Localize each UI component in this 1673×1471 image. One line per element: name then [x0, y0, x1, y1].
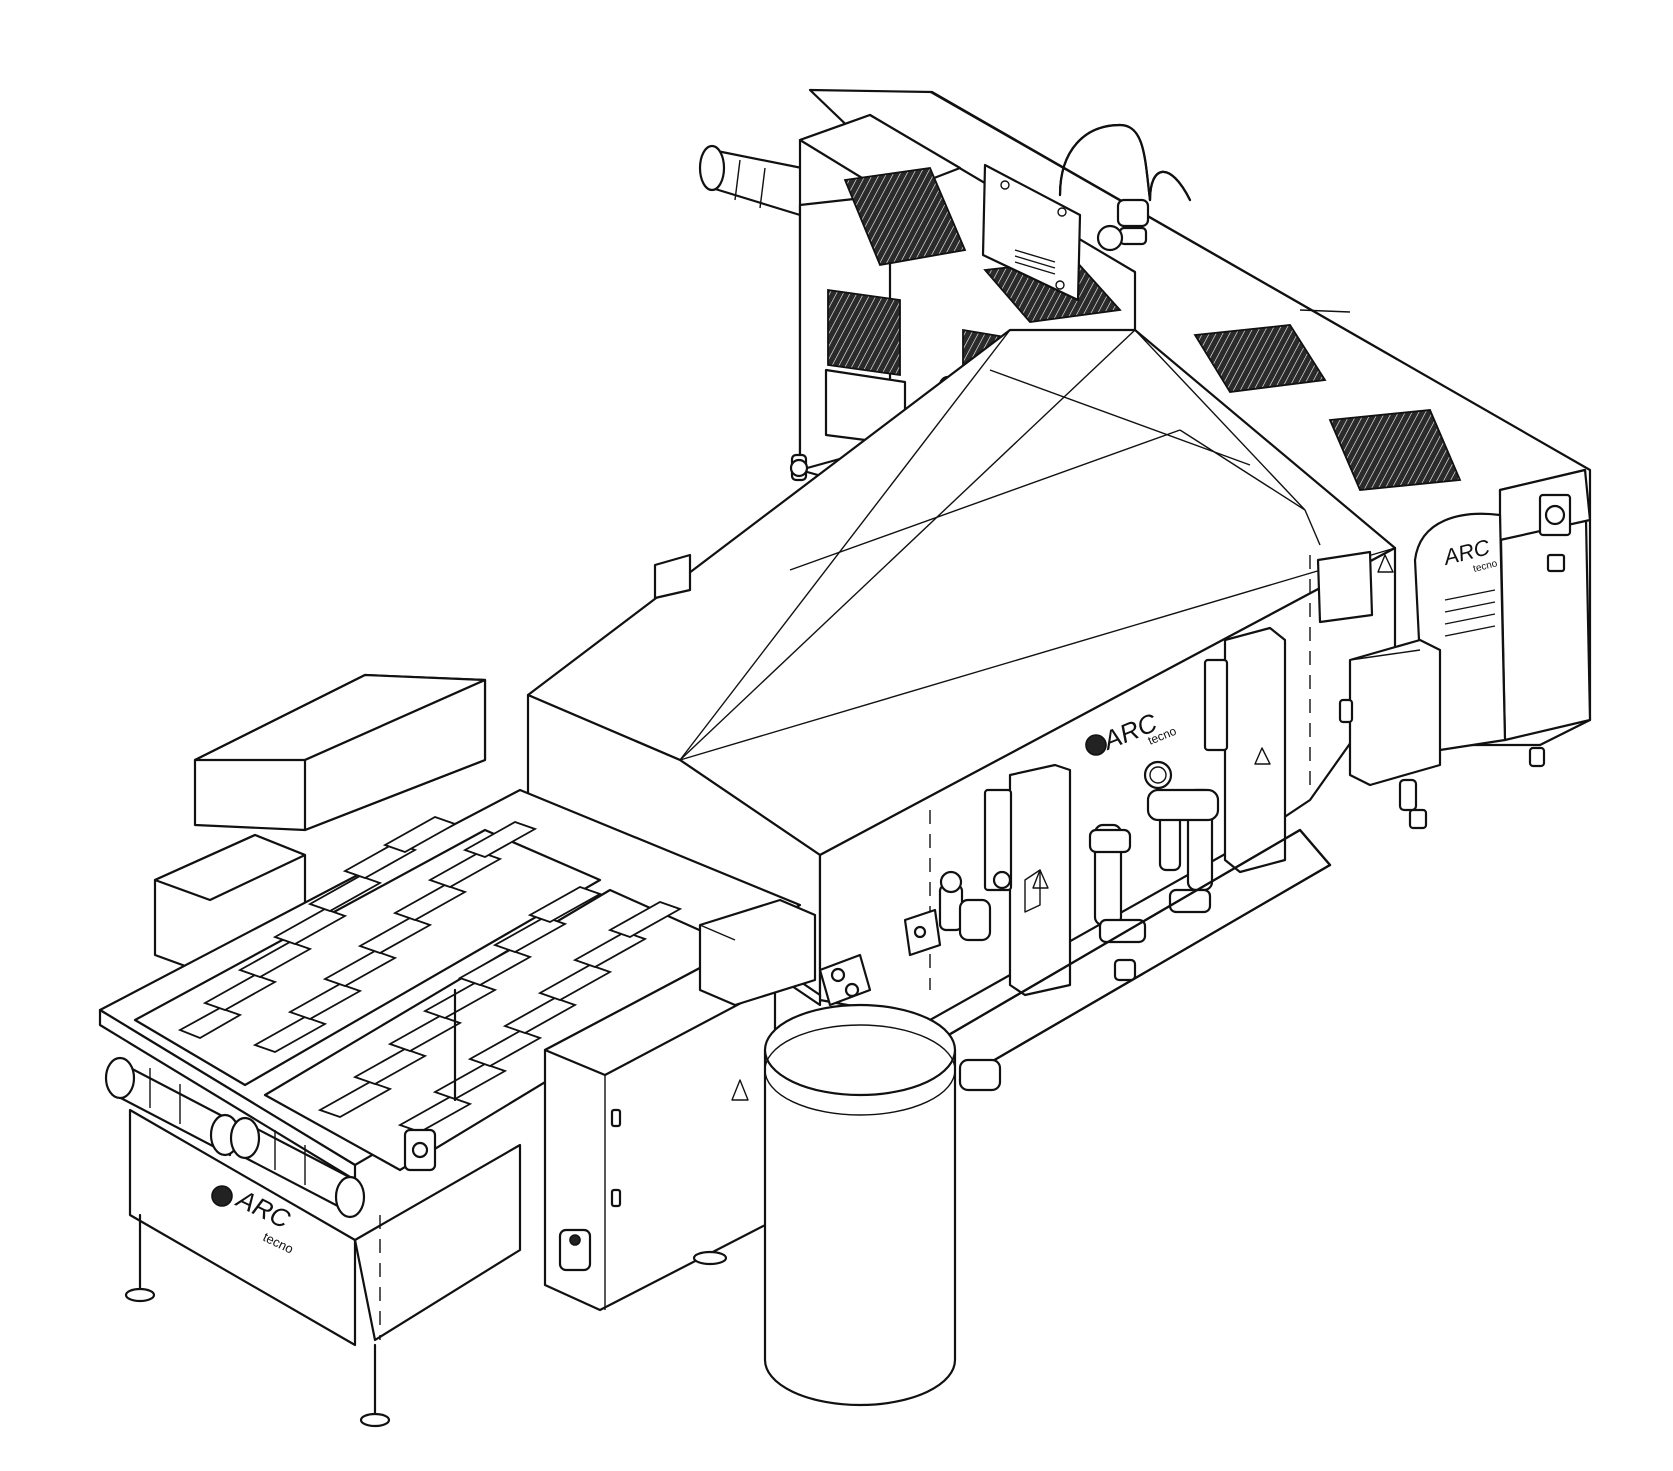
warning-triangle-icon — [731, 1079, 749, 1101]
control-switch-icon — [1544, 504, 1566, 526]
brand-logo-icon — [1085, 734, 1107, 756]
warning-triangle-icon — [1377, 554, 1394, 573]
pressure-gauge-icon — [1143, 760, 1173, 790]
front-electrical-cabinet — [543, 898, 817, 1312]
belt-slats-left — [177, 816, 538, 1053]
brand-logo-icon — [211, 1185, 233, 1207]
intake-grille-4 — [1328, 409, 1462, 491]
pressure-gauge-icon — [1096, 224, 1124, 252]
side-control-box — [1338, 638, 1442, 812]
pump-valve-assembly — [903, 626, 1332, 1092]
intake-grille-3 — [1193, 324, 1327, 393]
infeed-conveyor: ARC tecno — [98, 673, 802, 1428]
side-vent-1 — [827, 288, 901, 377]
warning-triangle-icon — [1032, 869, 1049, 889]
exhaust-pipe — [698, 144, 814, 217]
belt-slats-right — [317, 886, 683, 1133]
front-rollers — [104, 1056, 366, 1219]
intake-grille-1 — [843, 167, 967, 267]
waste-bin — [763, 1003, 957, 1407]
warning-triangle-icon — [1254, 747, 1271, 765]
tunnel-front-bracket — [818, 953, 872, 1007]
overhead-pipe — [1058, 123, 1192, 246]
inspection-door — [981, 163, 1124, 302]
